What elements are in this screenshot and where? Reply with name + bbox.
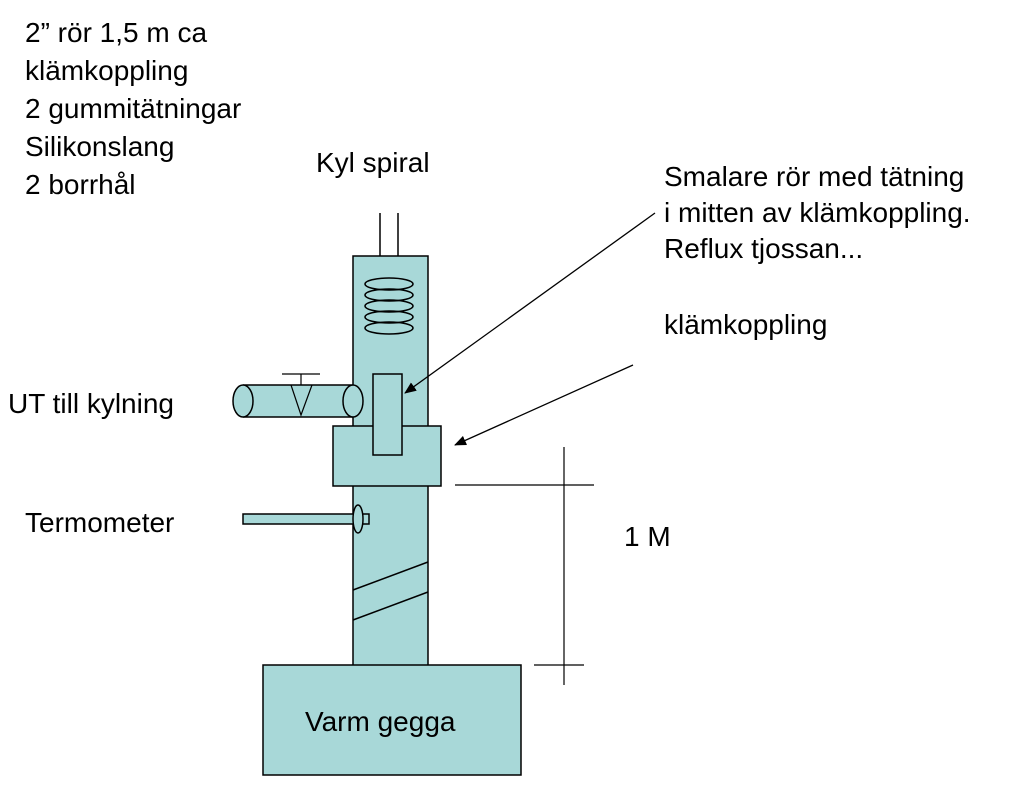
- materials-list: 2” rör 1,5 m ca klämkoppling 2 gummitätn…: [25, 14, 241, 204]
- coil-inlet-pipes: [379, 213, 399, 262]
- label-klamkoppling: klämkoppling: [664, 309, 827, 340]
- materials-item: Silikonslang: [25, 131, 175, 162]
- label-smalare-ror-1: Smalare rör med tätning: [664, 161, 964, 192]
- thermometer-icon: [242, 504, 370, 534]
- narrow-reflux-pipe: [372, 373, 403, 456]
- materials-item: klämkoppling: [25, 55, 189, 86]
- label-kyl-spiral: Kyl spiral: [316, 147, 430, 178]
- cooling-coil: [364, 277, 414, 335]
- materials-item: 2 gummitätningar: [25, 93, 242, 124]
- materials-item: 2 borrhål: [25, 169, 136, 200]
- arrow-to-narrow-pipe: [404, 212, 656, 394]
- outlet-pipe: [232, 384, 364, 418]
- label-smalare-ror-2: i mitten av klämkoppling.: [664, 197, 971, 228]
- dimension-marker: [455, 447, 594, 685]
- valve-icon: [282, 373, 320, 417]
- column-packing: [352, 561, 429, 621]
- label-termometer: Termometer: [25, 507, 174, 538]
- materials-item: 2” rör 1,5 m ca: [25, 17, 208, 48]
- boiler-pot: [262, 664, 522, 776]
- label-ut-till-kylning: UT till kylning: [8, 388, 174, 419]
- label-smalare-ror-3: Reflux tjossan...: [664, 233, 863, 264]
- label-height: 1 M: [624, 521, 671, 552]
- label-varm-gegga: Varm gegga: [305, 706, 456, 737]
- arrow-to-clamp: [454, 364, 634, 446]
